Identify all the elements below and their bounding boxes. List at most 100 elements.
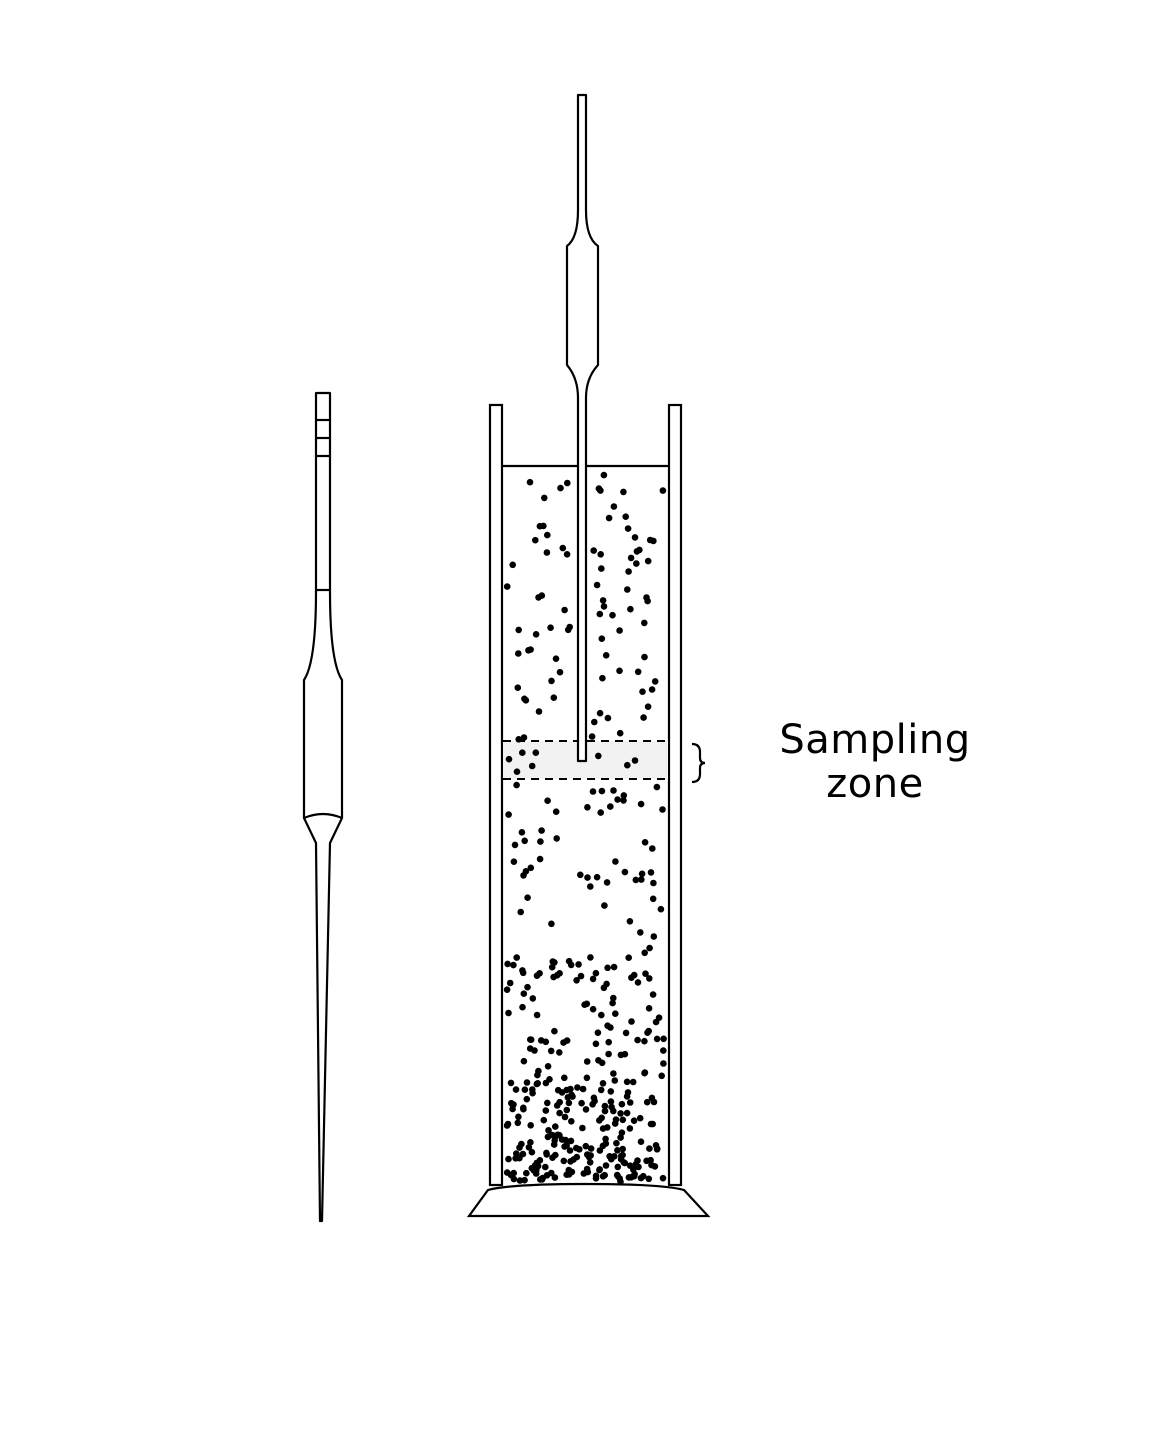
particle: [604, 1124, 611, 1131]
particle: [521, 1086, 529, 1093]
particle: [542, 1079, 550, 1087]
particle: [527, 1139, 534, 1146]
particle: [592, 1172, 600, 1180]
particle: [568, 1168, 576, 1176]
particle: [598, 1059, 606, 1067]
particle: [631, 757, 639, 764]
particle: [535, 708, 543, 715]
particle: [503, 583, 511, 590]
particle: [575, 961, 582, 968]
particle: [527, 864, 535, 872]
particle: [536, 855, 544, 863]
sampling-zone-label-line1: Sampling: [779, 717, 971, 763]
particle: [602, 652, 610, 659]
particle: [574, 1084, 581, 1091]
particle: [622, 513, 629, 520]
particle: [596, 709, 604, 717]
particle: [548, 920, 555, 928]
particle: [541, 494, 548, 502]
particle: [560, 1157, 568, 1165]
particle: [637, 1138, 645, 1145]
particle: [568, 1118, 575, 1125]
particle: [660, 1047, 667, 1054]
particle: [534, 1080, 541, 1087]
particle: [548, 963, 556, 971]
particle: [631, 534, 639, 541]
particle: [533, 1166, 540, 1174]
particle: [543, 1151, 550, 1158]
particle: [538, 592, 546, 599]
meniscus: [303, 812, 343, 820]
particle: [626, 918, 634, 925]
particle: [660, 1060, 667, 1067]
particle: [544, 1063, 552, 1070]
particle: [513, 768, 521, 775]
particle: [649, 1120, 656, 1128]
particle: [558, 1089, 566, 1096]
particle: [623, 1078, 631, 1086]
particle: [642, 970, 649, 977]
particle: [589, 975, 597, 983]
particle: [633, 548, 641, 555]
particle: [537, 838, 544, 845]
particle: [547, 1047, 555, 1055]
particle: [536, 1157, 544, 1164]
particle: [528, 762, 536, 770]
particle: [602, 1162, 610, 1169]
particle: [592, 1040, 600, 1048]
particle: [605, 1038, 612, 1046]
graduated-cylinder: [466, 403, 711, 1218]
particle: [589, 1101, 596, 1108]
particle: [523, 1095, 531, 1103]
particle: [506, 979, 514, 987]
cylinder-right-wall: [667, 403, 683, 1187]
particle: [617, 1178, 624, 1185]
particle: [556, 1109, 563, 1117]
particle: [646, 975, 653, 982]
particle: [597, 551, 604, 558]
particle: [651, 678, 659, 685]
particle: [583, 1074, 591, 1082]
particle: [630, 1172, 638, 1180]
particle: [607, 1024, 614, 1031]
particle: [598, 635, 606, 642]
particle: [527, 1036, 535, 1043]
particle: [577, 972, 585, 980]
standalone-pipette-outline: [302, 391, 344, 1223]
particle: [573, 1153, 581, 1161]
particle: [620, 792, 628, 799]
particle: [553, 835, 560, 842]
particle: [641, 619, 648, 627]
particle: [542, 1107, 550, 1114]
particle: [505, 1009, 512, 1017]
particle: [605, 514, 613, 522]
particle: [649, 895, 657, 903]
particle: [545, 1127, 552, 1134]
particle: [644, 557, 652, 565]
particle: [544, 1099, 551, 1107]
particle: [624, 586, 631, 593]
particle: [641, 653, 648, 661]
particle: [529, 995, 537, 1002]
particle: [510, 961, 517, 969]
particle: [507, 1079, 515, 1087]
sampling-zone-label: Sampling zone: [760, 718, 990, 806]
particle: [511, 841, 519, 849]
particle: [552, 1123, 559, 1130]
particle: [620, 488, 627, 496]
particle: [610, 1107, 617, 1115]
particle: [583, 1058, 591, 1065]
particle: [593, 873, 601, 881]
particle: [524, 983, 531, 991]
particle: [629, 1078, 637, 1086]
particle: [564, 626, 572, 634]
particle: [589, 788, 597, 795]
particle: [599, 597, 607, 604]
particle: [587, 1145, 595, 1152]
particle: [521, 1176, 528, 1184]
particle: [521, 837, 528, 845]
particle: [520, 734, 528, 741]
particle: [650, 933, 658, 940]
particle: [643, 1098, 651, 1106]
particle: [601, 1102, 609, 1110]
